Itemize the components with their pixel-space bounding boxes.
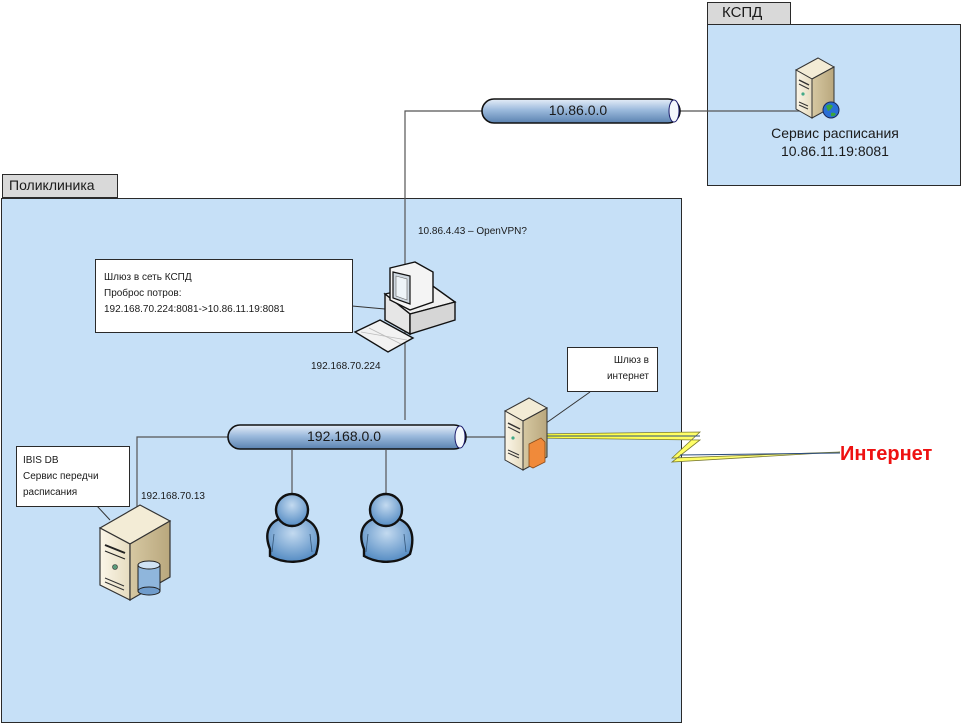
ibis-note-line: IBIS DB	[23, 455, 59, 466]
user-icon	[266, 492, 320, 563]
gateway-note: Шлюз в сеть КСПД Проброс потров: 192.168…	[95, 259, 353, 333]
user-icon	[360, 492, 414, 563]
schedule-service-label: Сервис расписания 10.86.11.19:8081	[720, 124, 950, 160]
polyclinic-zone-tab: Поликлиника	[2, 174, 118, 198]
gateway-note-line: Проброс потров:	[104, 288, 182, 299]
gateway-note-line: Шлюз в сеть КСПД	[104, 272, 192, 283]
internet-gateway-note-line: Шлюз в	[613, 355, 649, 366]
kspd-bus	[481, 98, 681, 124]
internet-gateway-server-icon	[503, 397, 549, 471]
ibis-note-line: Сервис передчи	[23, 471, 99, 482]
ibis-note: IBIS DB Сервис передчи расписания	[16, 446, 130, 507]
schedule-service-address: 10.86.11.19:8081	[781, 143, 889, 159]
internet-gateway-note-line: интернет	[606, 371, 649, 382]
kspd-bus-label: 10.86.0.0	[548, 102, 608, 118]
firewall-icon	[528, 437, 546, 469]
schedule-service-name: Сервис расписания	[771, 125, 899, 141]
local-bus-label: 192.168.0.0	[307, 428, 381, 444]
ibis-note-line: расписания	[23, 487, 78, 498]
internet-gateway-note: Шлюз в интернет	[567, 347, 658, 392]
gateway-vpn-label: 10.86.4.43 – OpenVPN?	[418, 226, 527, 237]
internet-label: Интернет	[840, 443, 933, 465]
ibis-db-server-icon	[98, 504, 172, 602]
local-links	[96, 305, 591, 521]
local-bus	[227, 424, 467, 450]
gateway-note-line: 192.168.70.224:8081->10.86.11.19:8081	[104, 304, 285, 315]
schedule-server-icon	[794, 57, 840, 119]
internet-link-lightning-icon	[531, 431, 841, 463]
database-icon	[137, 560, 161, 596]
kspd-zone-tab: КСПД	[707, 2, 791, 25]
gateway-ip-label: 192.168.70.224	[311, 361, 381, 372]
gateway-pc-icon	[353, 261, 457, 353]
ibis-ip-label: 192.168.70.13	[141, 491, 205, 502]
